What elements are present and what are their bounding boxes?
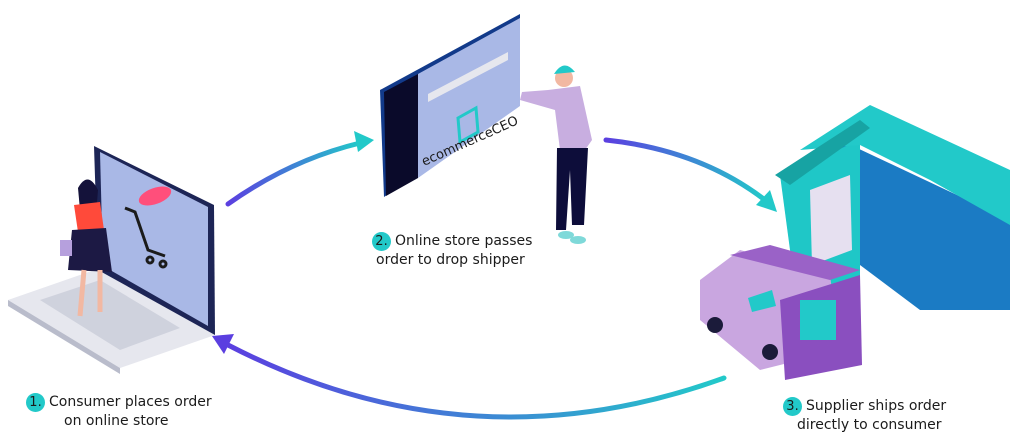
step-2-label: 2.Online store passes order to drop ship… (372, 232, 532, 269)
step-3-line2: directly to consumer (797, 417, 942, 433)
step-1-label: 1.Consumer places order on online store (26, 393, 212, 430)
step-number-badge: 2. (372, 232, 391, 251)
step-3-line1: Supplier ships order (806, 398, 947, 414)
step-number-badge: 1. (26, 393, 45, 412)
arrow-consumer-to-store (225, 131, 374, 207)
warehouse-illustration (775, 105, 1010, 310)
step-number-badge: 3. (783, 397, 802, 416)
online-store-screen: ecommerceCEO (380, 14, 521, 197)
step-1-line1: Consumer places order (49, 394, 212, 410)
delivery-van-illustration (700, 245, 862, 380)
step-1-line2: on online store (64, 413, 169, 429)
arrow-supplier-to-consumer (212, 334, 727, 420)
arrow-store-to-supplier (603, 137, 777, 212)
laptop-illustration (8, 146, 215, 374)
step-3-label: 3.Supplier ships order directly to consu… (783, 397, 946, 434)
step-2-line1: Online store passes (395, 233, 533, 249)
drop-shipper-person (520, 65, 592, 244)
step-2-line2: order to drop shipper (376, 252, 525, 268)
